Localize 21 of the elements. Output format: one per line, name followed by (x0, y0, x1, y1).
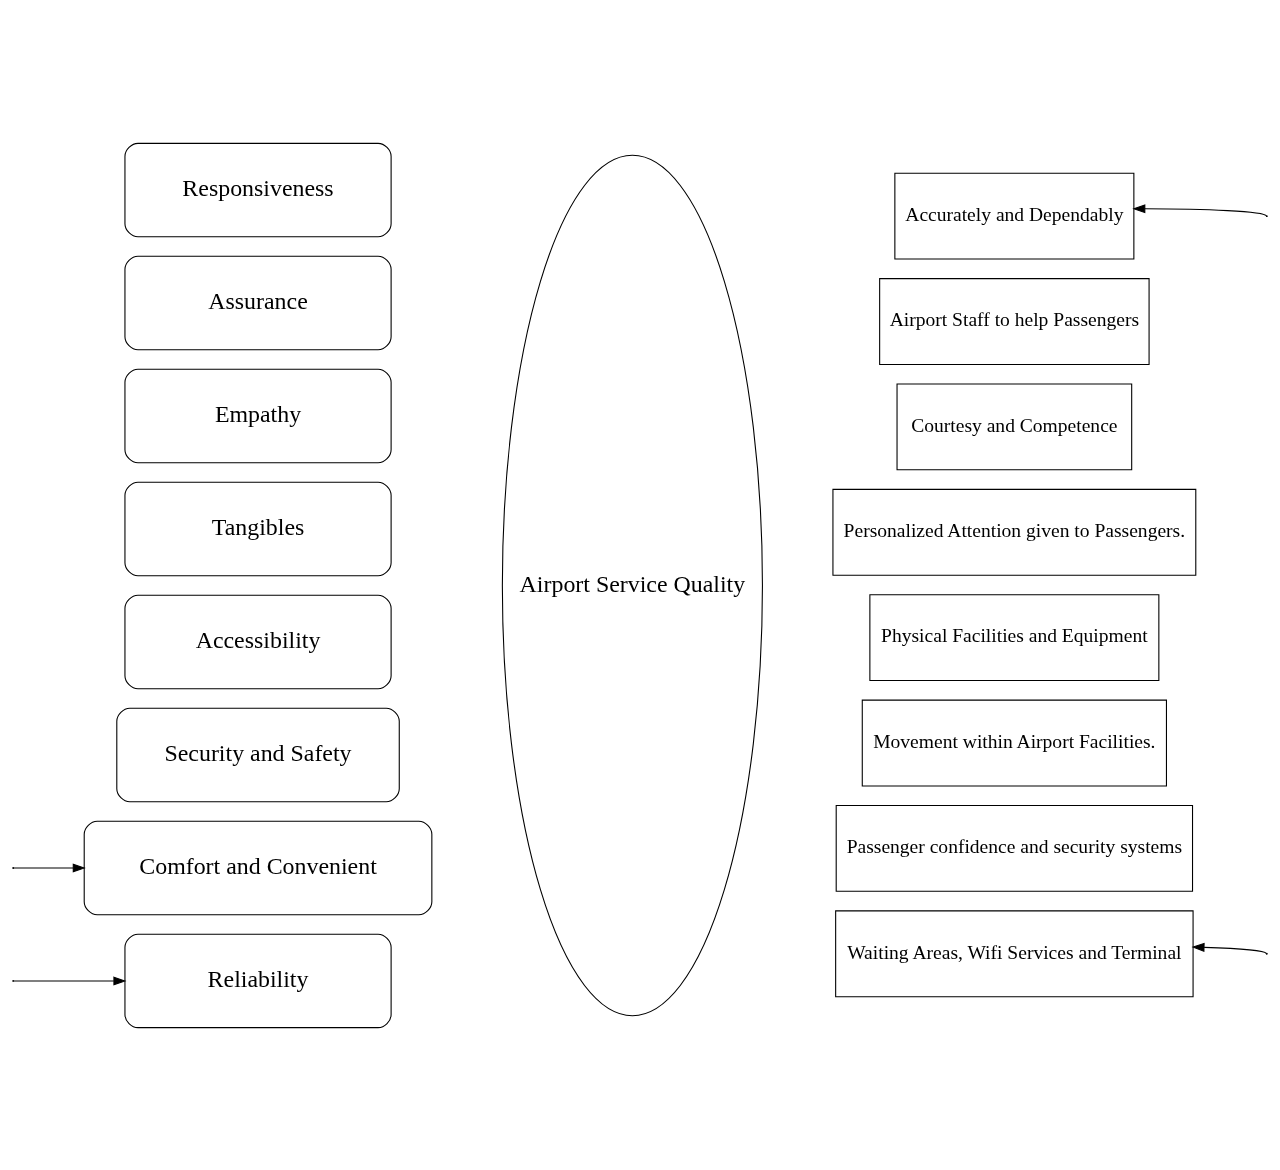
node-box: Personalized Attention given to Passengers. (832, 488, 1197, 576)
node-box: Physical Facilities and Equipment (869, 593, 1160, 681)
node-ellipse: Airport Service Quality (501, 154, 763, 1016)
node-box: Passenger confidence and security systems (835, 804, 1194, 892)
node-box: Accessibility (124, 594, 392, 689)
arrow (13, 975, 127, 985)
arrow (13, 862, 86, 873)
node-box: Airport Staff to help Passengers (879, 277, 1150, 365)
node-box: Assurance (124, 255, 392, 350)
node-box: Security and Safety (116, 707, 400, 802)
node-box: Responsiveness (124, 142, 392, 237)
node-box: Reliability (124, 933, 392, 1028)
node-box: Accurately and Dependably (894, 172, 1135, 260)
node-box: Courtesy and Competence (896, 382, 1133, 470)
node-box: Movement within Airport Facilities. (861, 699, 1167, 786)
arrow (1191, 942, 1267, 954)
node-box: Empathy (124, 368, 392, 463)
node-box: Waiting Areas, Wifi Services and Terminal (835, 909, 1194, 997)
arrow (1132, 203, 1267, 216)
node-box: Tangibles (124, 481, 392, 576)
node-box: Comfort and Convenient (83, 820, 433, 915)
